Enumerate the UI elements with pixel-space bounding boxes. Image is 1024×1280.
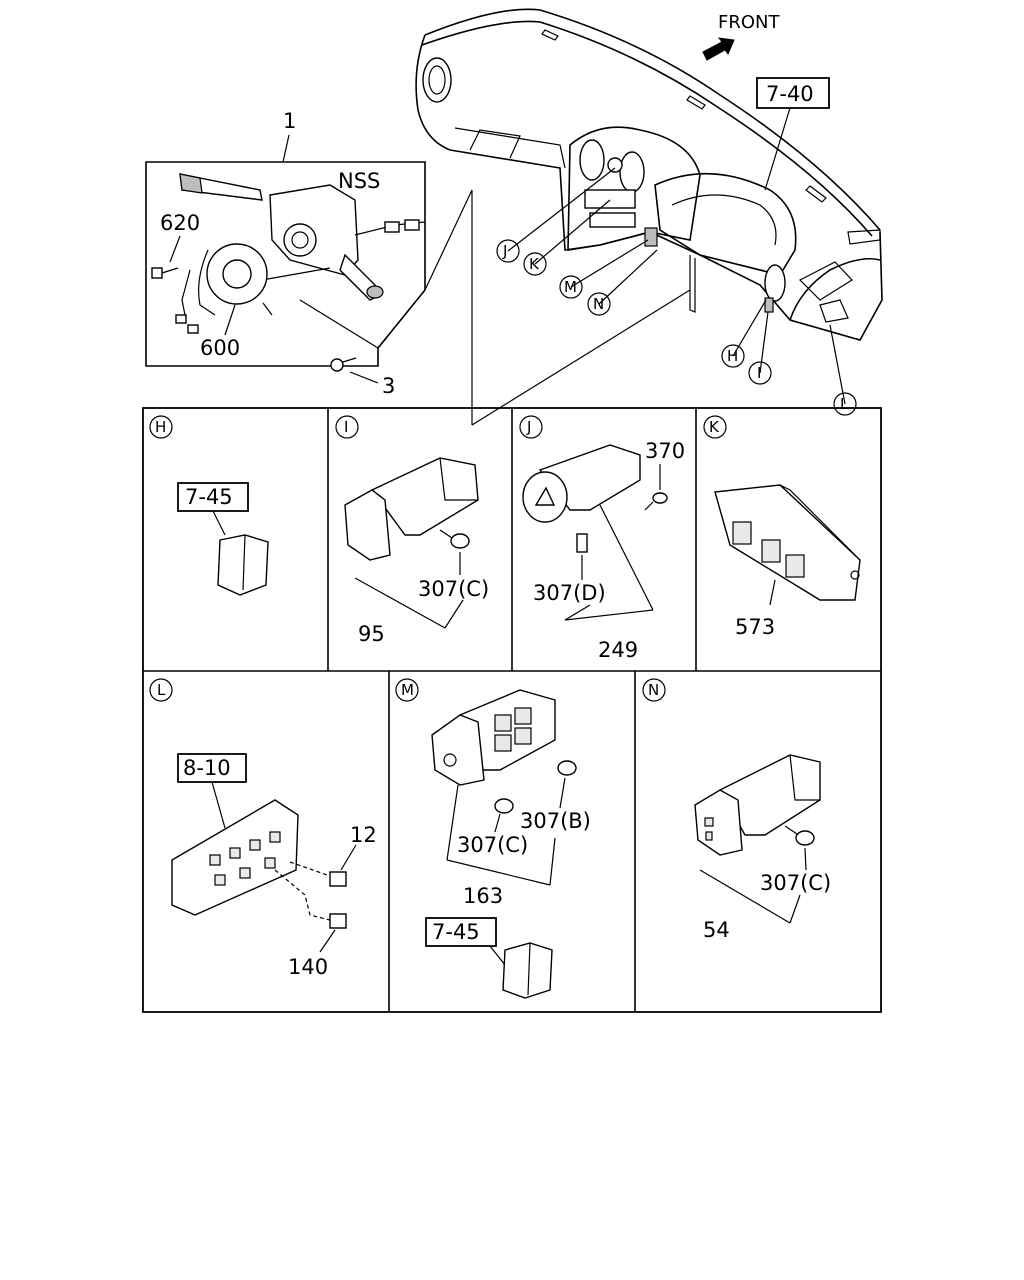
panel-n-letter: N xyxy=(648,681,659,699)
panel-m: M 307(C) 307(B) 163 7-45 xyxy=(395,678,591,999)
relay-140-icon xyxy=(329,913,347,929)
callout-n: N xyxy=(593,295,604,313)
panel-j-part: 249 xyxy=(598,638,638,662)
front-arrow-icon xyxy=(702,37,735,61)
panel-k-part: 573 xyxy=(735,615,775,639)
panel-grid xyxy=(142,407,882,1013)
panel-h-ref: 7-45 xyxy=(185,485,233,509)
blank-cover-m-part xyxy=(502,942,553,999)
panel-n-part: 54 xyxy=(703,918,730,942)
panel-m-letter: M xyxy=(401,681,414,699)
panel-j-screw-bottom: 307(D) xyxy=(533,581,606,605)
panel-h: H 7-45 xyxy=(149,415,269,596)
screw-307b-icon xyxy=(557,760,577,776)
switch-panel-573-part xyxy=(714,484,861,601)
switch-163-part xyxy=(431,689,556,786)
hazard-triangle-icon xyxy=(534,486,556,506)
front-indicator: FRONT xyxy=(702,12,780,61)
screw-307c-m-icon xyxy=(494,798,514,814)
part-620-label: 620 xyxy=(160,211,200,235)
callout-k: K xyxy=(529,255,540,273)
part-1-label: 1 xyxy=(283,109,296,133)
callout-h: H xyxy=(727,347,738,365)
dashboard-illustration xyxy=(415,8,883,341)
screw-370-icon xyxy=(644,492,668,511)
panel-h-letter: H xyxy=(155,418,166,436)
panel-l-ref: 8-10 xyxy=(183,756,231,780)
screw-307c-n-icon xyxy=(784,825,815,846)
panel-l: L 8-10 12 140 xyxy=(149,678,377,979)
panel-i: I 307(C) 95 xyxy=(335,415,489,646)
callout-m: M xyxy=(564,278,577,296)
panel-k-letter: K xyxy=(709,418,720,436)
screw-620-icon xyxy=(151,267,179,279)
screw-3-icon xyxy=(330,357,357,372)
panel-n-screw: 307(C) xyxy=(760,871,831,895)
panel-i-letter: I xyxy=(344,418,348,436)
panel-l-part-b: 140 xyxy=(288,955,328,979)
dashboard-callouts: J K M N H I L xyxy=(496,167,857,416)
panel-i-part: 95 xyxy=(358,622,385,646)
ref-box-7-40: 7-40 xyxy=(756,77,830,191)
panel-n: N 307(C) 54 xyxy=(642,678,831,942)
relay-box-part xyxy=(171,799,299,916)
panel-k: K 573 xyxy=(703,415,861,639)
panel-m-screw-b: 307(B) xyxy=(520,809,591,833)
panel-j: J 370 307(D) 249 xyxy=(519,415,685,662)
callout-j: J xyxy=(502,242,507,260)
panel-j-screw-top: 370 xyxy=(645,439,685,463)
switch-54-part xyxy=(694,754,821,856)
combination-switch-assembly: 1 NSS 620 600 xyxy=(145,109,691,426)
nss-label: NSS xyxy=(338,169,380,193)
callout-l: L xyxy=(840,395,849,413)
panel-m-part: 163 xyxy=(463,884,503,908)
front-label: FRONT xyxy=(718,12,780,33)
ref-7-40-label: 7-40 xyxy=(766,82,814,106)
part-600-label: 600 xyxy=(200,336,240,360)
panel-l-letter: L xyxy=(157,681,166,699)
part-3-label: 3 xyxy=(382,374,395,398)
screw-307c-icon xyxy=(439,529,470,549)
hazard-switch-part xyxy=(522,444,641,523)
screw-307d-icon xyxy=(576,533,588,553)
callout-i: I xyxy=(757,364,761,382)
panel-m-ref: 7-45 xyxy=(432,920,480,944)
panel-j-letter: J xyxy=(526,418,531,436)
relay-12-icon xyxy=(329,871,347,887)
panel-m-screw-c: 307(C) xyxy=(457,833,528,857)
panel-l-part-a: 12 xyxy=(350,823,377,847)
panel-i-screw: 307(C) xyxy=(418,577,489,601)
switch-95-part xyxy=(344,457,479,561)
blank-cover-part xyxy=(217,534,269,596)
